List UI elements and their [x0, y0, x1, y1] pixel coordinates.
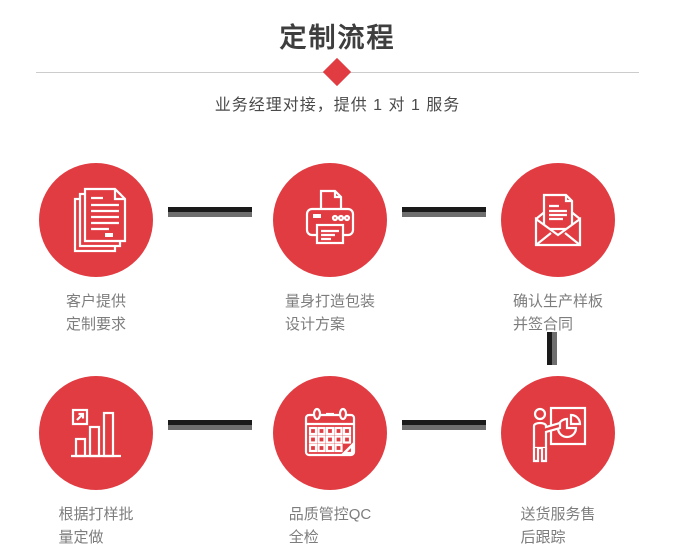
- connector-step2-step3: [402, 207, 486, 217]
- step-label-line: 送货服务售: [520, 506, 596, 523]
- step-label-line: 确认生产样板: [512, 293, 604, 310]
- connector-step5-step6: [402, 420, 486, 430]
- step-circle-5: [273, 376, 387, 490]
- step-label-line: 品质管控QC: [288, 506, 372, 523]
- page-title: 定制流程: [279, 23, 396, 53]
- step-label-3: 确认生产样板 并签合同: [513, 290, 603, 336]
- step-label-1: 客户提供 定制要求: [66, 290, 126, 336]
- step-label-line: 量身打造包装: [284, 293, 376, 310]
- calendar-icon: [304, 407, 356, 457]
- step-label-line: 客户提供: [65, 293, 127, 310]
- step-circle-1: [39, 163, 153, 277]
- diamond-icon: [322, 57, 352, 87]
- step-label-line: 后跟踪: [520, 529, 566, 546]
- step-label-line: 量定做: [58, 529, 104, 546]
- step-label-2: 量身打造包装 设计方案: [285, 290, 375, 336]
- page-subtitle: 业务经理对接，提供 1 对 1 服务: [214, 97, 461, 114]
- bar-chart-icon: [71, 408, 121, 458]
- step-label-4: 根据打样批 量定做: [58, 503, 133, 549]
- documents-icon: [73, 187, 127, 253]
- step-label-line: 并签合同: [512, 316, 574, 333]
- step-circle-4: [39, 376, 153, 490]
- step-label-line: 根据打样批: [58, 506, 134, 523]
- step-circle-3: [501, 163, 615, 277]
- step-label-line: 定制要求: [65, 316, 127, 333]
- printer-icon: [305, 189, 355, 245]
- step-label-5: 品质管控QC 全检: [289, 503, 372, 549]
- step-circle-2: [273, 163, 387, 277]
- step-label-line: 全检: [288, 529, 319, 546]
- connector-step1-step2: [168, 207, 252, 217]
- presentation-icon: [532, 406, 587, 463]
- step-label-line: 设计方案: [284, 316, 346, 333]
- connector-step3-step6: [547, 332, 557, 365]
- envelope-icon: [534, 193, 582, 247]
- step-label-6: 送货服务售 后跟踪: [520, 503, 595, 549]
- connector-step4-step5: [168, 420, 252, 430]
- step-circle-6: [501, 376, 615, 490]
